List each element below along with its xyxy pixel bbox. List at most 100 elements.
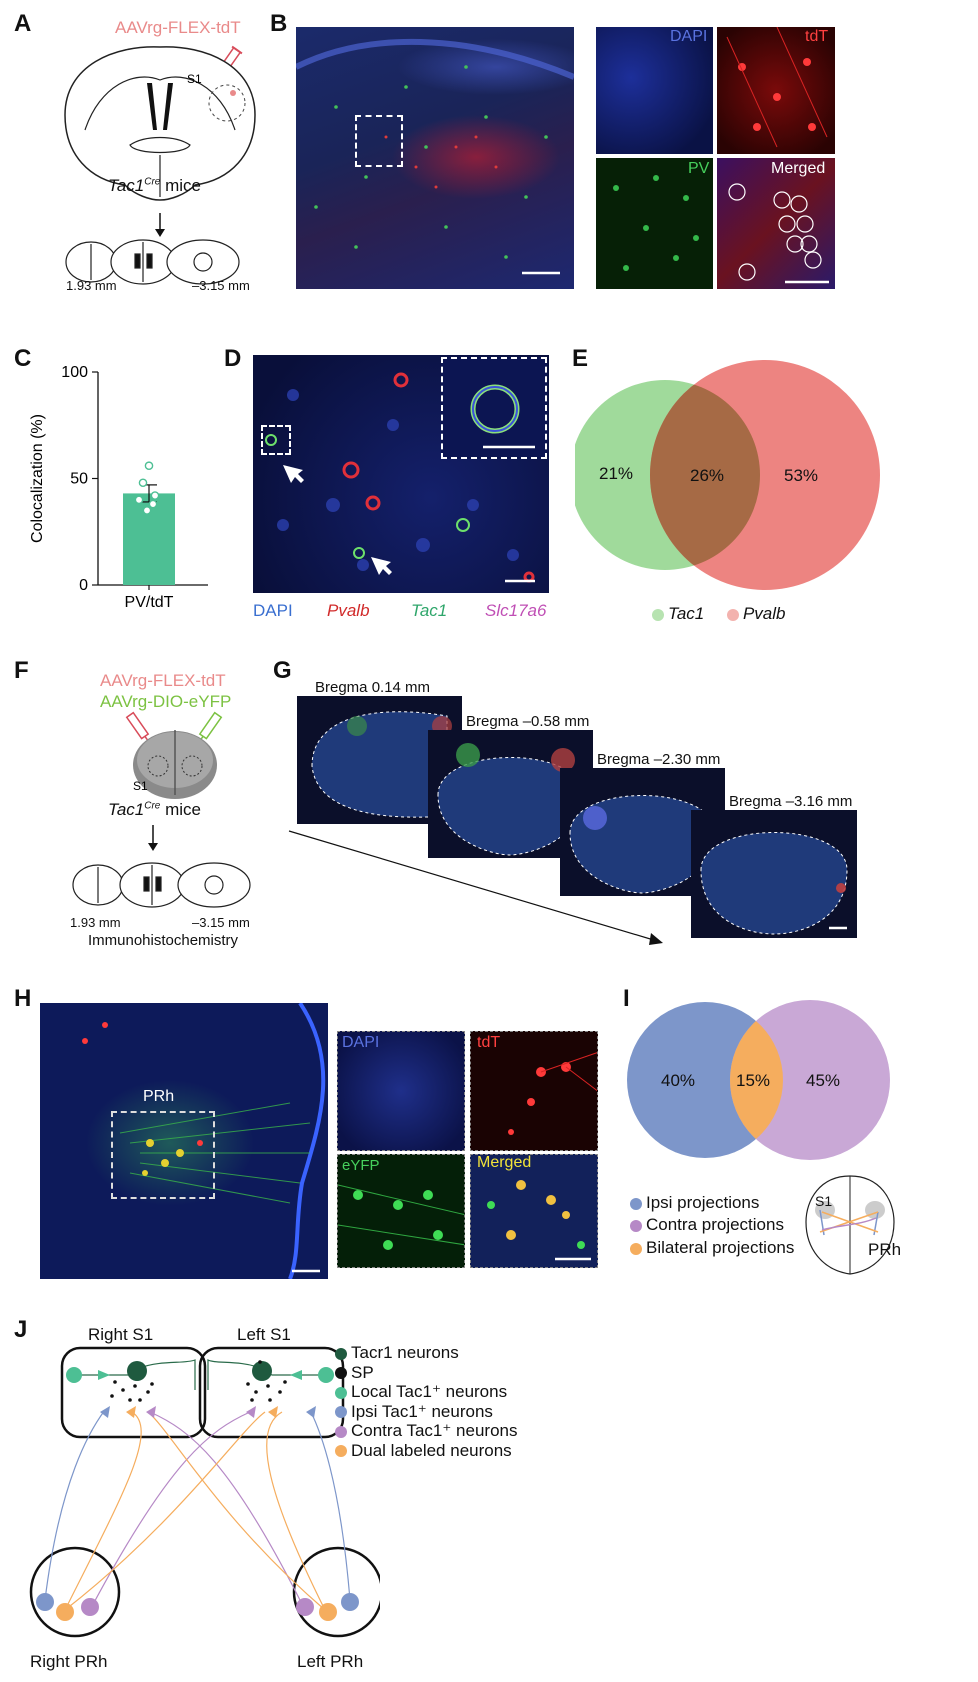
panel-j-right-s1-label: Right S1 (88, 1325, 154, 1344)
panel-f-schematic: S1 (125, 711, 223, 799)
legend-dot (335, 1386, 347, 1399)
panel-g-arrow (288, 830, 663, 945)
panel-a-s1-text: S1 (187, 72, 202, 86)
y-tick-label: 50 (70, 471, 88, 488)
panel-j-legend-item: Local Tac1⁺ neurons (335, 1382, 507, 1402)
panel-a-right-coord: –3.15 mm (192, 278, 250, 293)
legend-dot (335, 1425, 347, 1438)
legend-dot (335, 1445, 347, 1458)
panel-h-roi-label: PRh (143, 1088, 175, 1105)
panel-f-s1-text: S1 (133, 779, 148, 793)
panel-i-legend-bilateral-text: Bilateral projections (646, 1238, 795, 1257)
panel-h-dapi-micrograph (337, 1031, 465, 1151)
panel-b-label-pv: PV (688, 160, 710, 177)
panel-label-a: A (14, 10, 32, 37)
data-point (148, 499, 158, 509)
panel-e-legend-pvalb: Pvalb (742, 604, 786, 623)
panel-d-legend-slc17a6: Slc17a6 (485, 601, 547, 620)
panel-i-brain-schematic (805, 1175, 895, 1275)
panel-j-legend-item: Contra Tac1⁺ neurons (335, 1421, 517, 1441)
panel-h-merged-micrograph (470, 1154, 598, 1268)
right-prh-circle (29, 1546, 121, 1638)
legend-text: Tacr1 neurons (351, 1343, 459, 1362)
panel-d-inset (441, 357, 547, 459)
panel-j-left-s1-label: Left S1 (237, 1325, 291, 1344)
x-category-label: PV/tdT (125, 594, 174, 611)
data-point (142, 506, 152, 515)
right-prh-dual-neuron (56, 1603, 74, 1621)
panel-b-label-merged: Merged (771, 160, 826, 177)
panel-b-overview-dots (296, 38, 574, 275)
legend-dot-pvalb (726, 608, 739, 621)
panel-b-dapi-micrograph (596, 27, 713, 154)
panel-i-venn (627, 1000, 890, 1160)
panel-i-brain-s1: S1 (815, 1193, 833, 1209)
panel-e-legend: Tac1 Pvalb (652, 604, 786, 624)
panel-g-label-4: Bregma –3.16 mm (729, 793, 853, 810)
panel-g-label-2: Bregma –0.58 mm (466, 713, 590, 730)
legend-dot-ipsi (630, 1197, 642, 1210)
right-tacr1-neuron (127, 1361, 147, 1381)
data-point (144, 461, 154, 471)
panel-e-value-tac1: 21% (599, 464, 634, 483)
panel-f-left-coord: 1.93 mm (70, 915, 121, 930)
panel-i-legend-contra-text: Contra projections (646, 1215, 784, 1234)
legend-text: Contra Tac1⁺ neurons (351, 1421, 518, 1440)
data-point (150, 491, 160, 500)
panel-f-mouse-label: Tac1Cre mice (108, 800, 201, 820)
legend-dot-bilateral (630, 1242, 642, 1255)
panel-f-virus2: AAVrg-DIO-eYFP (100, 692, 232, 711)
panel-label-c: C (14, 345, 32, 372)
panel-f-method: Immunohistochemistry (88, 932, 239, 949)
panel-i-legend-ipsi: Ipsi projections (630, 1193, 759, 1213)
panel-h-label-dapi: DAPI (342, 1034, 380, 1051)
panel-b-label-tdt: tdT (805, 28, 829, 45)
data-point (138, 478, 148, 488)
panel-b-overview-micrograph (296, 27, 574, 289)
panel-g-section-4 (691, 810, 857, 938)
panel-h-tdt-micrograph (470, 1031, 598, 1151)
y-tick-label: 100 (61, 364, 88, 381)
panel-e-value-overlap: 26% (690, 466, 725, 485)
panel-b-tdt-micrograph (717, 27, 835, 154)
left-prh-ipsi-neuron (341, 1593, 359, 1611)
right-prh-contra-neuron (81, 1598, 99, 1616)
panel-g-label-1: Bregma 0.14 mm (315, 679, 431, 696)
legend-dot-contra (630, 1219, 642, 1232)
panel-i-value-ipsi: 40% (661, 1071, 696, 1090)
panel-label-e: E (572, 345, 589, 372)
panel-g-label-3: Bregma –2.30 mm (597, 751, 721, 768)
right-prh-ipsi-neuron (36, 1593, 54, 1611)
panel-label-d: D (224, 345, 242, 372)
panel-d-micrograph (253, 355, 549, 593)
panel-j-legend-item: Tacr1 neurons (335, 1343, 459, 1363)
venn-overlap (650, 380, 760, 570)
legend-dot (335, 1367, 347, 1380)
panel-i-value-overlap: 15% (736, 1071, 771, 1090)
legend-text: Ipsi Tac1⁺ neurons (351, 1401, 493, 1421)
panel-a-virus-label: AAVrg-FLEX-tdT (115, 18, 241, 37)
panel-f-mouse-sup: Cre (144, 800, 161, 812)
panel-j-right-prh-label: Right PRh (30, 1652, 108, 1671)
panel-j-legend-item: Ipsi Tac1⁺ neurons (335, 1402, 493, 1422)
panel-b-pv-micrograph (596, 158, 713, 289)
panel-a-mouse-gene: Tac1 (108, 176, 145, 195)
left-prh-contra-neuron (296, 1598, 314, 1616)
panel-j-circuit-diagram (29, 1346, 380, 1638)
panel-d-legend-dapi: DAPI (253, 601, 293, 620)
panel-i-brain-prh: PRh (868, 1240, 902, 1259)
panel-label-i: I (623, 985, 630, 1012)
panel-f-mouse-gene: Tac1 (108, 800, 145, 819)
legend-dot (335, 1347, 347, 1360)
panel-h-label-tdt: tdT (477, 1034, 501, 1051)
panel-a-mouse-sup: Cre (144, 176, 161, 188)
panel-d-legend-tac1: Tac1 (411, 601, 448, 620)
right-local-tac1-neuron (66, 1367, 82, 1383)
y-tick-label: 0 (79, 577, 88, 594)
panel-i-legend-contra: Contra projections (630, 1215, 784, 1235)
panel-label-j: J (14, 1316, 28, 1343)
panel-h-label-eyfp: eYFP (342, 1157, 380, 1174)
left-local-tac1-neuron (318, 1367, 334, 1383)
panel-label-b: B (270, 10, 288, 37)
panel-a-schematic: S1 (64, 45, 256, 285)
